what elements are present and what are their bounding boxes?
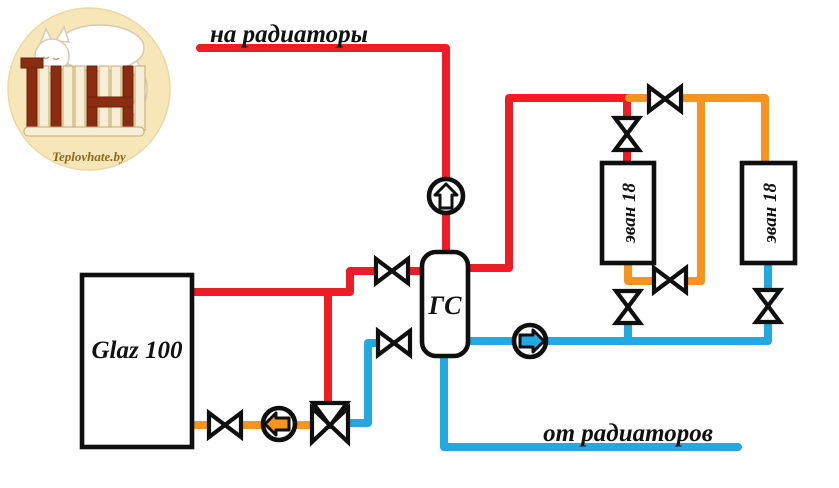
valve-boiler-return-icon [208, 412, 242, 438]
three-way-mixing-valve-icon [308, 400, 352, 447]
main-boiler-label: Glaz 100 [92, 337, 183, 364]
logo-text: Teplovhate.by [52, 149, 126, 164]
valve-separator-return-icon [377, 330, 411, 356]
company-logo: Teplovhate.by [7, 7, 171, 171]
hydraulic-separator-label: ГС [427, 291, 462, 320]
electric-boiler-left-label: эван 18 [619, 182, 640, 244]
pump-supply-icon [426, 176, 466, 216]
electric-boiler-right-label: эван 18 [760, 182, 781, 244]
pump-boiler-return-icon [260, 405, 298, 443]
pump-secondary-circuit-icon [511, 322, 549, 360]
valve-electric-right-return-icon [755, 289, 781, 323]
valve-separator-supply-icon [375, 258, 409, 284]
label-from-radiators: от радиаторов [543, 420, 713, 447]
pipe-supply-separator-to-electric [462, 94, 633, 272]
valve-electric-left-return-icon [615, 290, 641, 324]
valve-electric-left-supply-icon [614, 117, 640, 151]
radiator-icon [20, 57, 146, 137]
electric-boiler-left-box [599, 160, 657, 266]
hydraulic-separator-box [419, 249, 471, 359]
pipe-return-from-radiators [440, 348, 742, 451]
electric-boiler-right-box [739, 160, 798, 266]
main-boiler-box [79, 272, 195, 450]
valve-secondary-top-icon [648, 86, 682, 112]
label-to-radiators: на радиаторы [210, 21, 368, 48]
pipe-supply-main-to-radiators [196, 44, 450, 258]
valve-bypass-bottom-icon [653, 267, 687, 293]
